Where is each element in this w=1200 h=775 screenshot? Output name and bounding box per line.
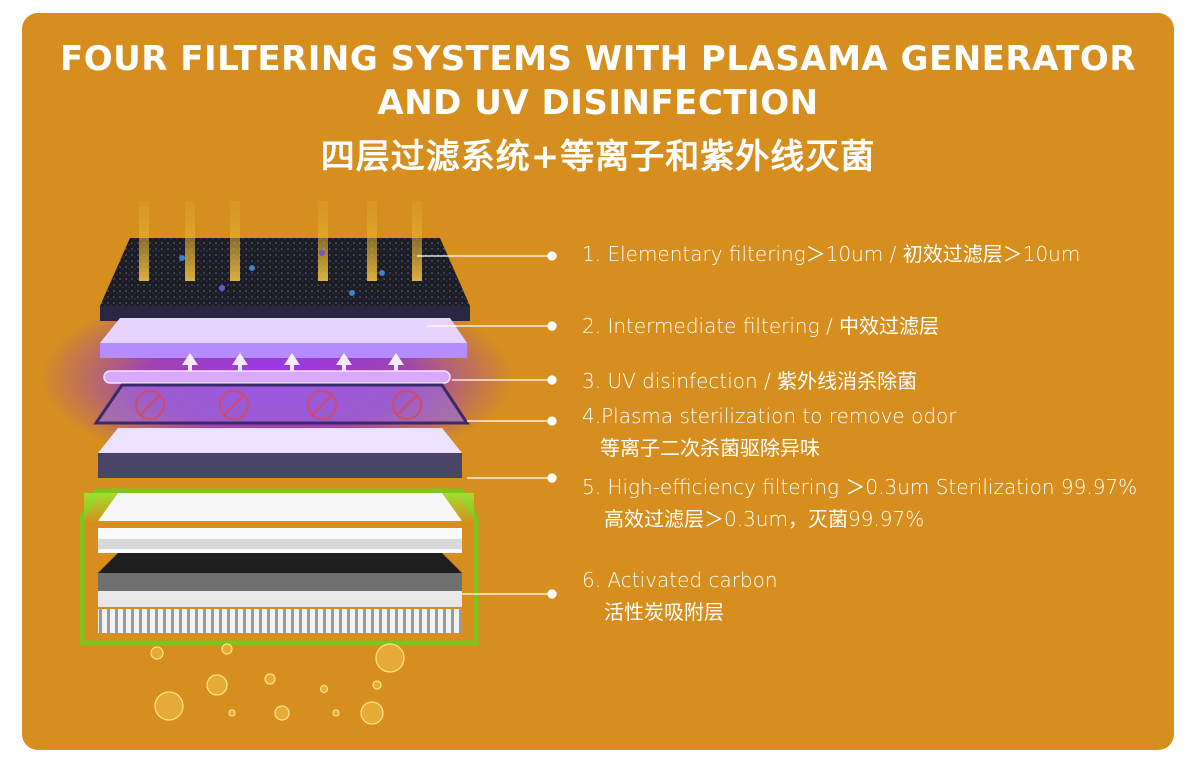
layer-uv-lamp (103, 370, 451, 384)
label-layer-1-text: 1. Elementary filtering＞10um / 初效过滤层＞10u… (582, 242, 1081, 266)
label-layer-5-text: 5. High-efficiency filtering ＞0.3um Ster… (582, 475, 1138, 499)
label-layer-3-text: 3. UV disinfection / 紫外线消杀除菌 (582, 369, 918, 393)
label-layer-2-text: 2. Intermediate filtering / 中效过滤层 (582, 314, 940, 338)
bubbles-decoration (150, 643, 405, 725)
title-line-1: FOUR FILTERING SYSTEMS WITH PLASAMA GENE… (59, 39, 1137, 79)
label-layer-4-text-cn: 等离子二次杀菌驱除异味 (600, 436, 820, 460)
label-layer-4-text: 4.Plasma sterilization to remove odor (582, 404, 957, 428)
label-layer-5-text-cn: 高效过滤层＞0.3um，灭菌99.97% (604, 507, 925, 531)
pointer-lines (417, 251, 557, 599)
label-layer-6: 6. Activated carbon 活性炭吸附层 (582, 564, 778, 628)
layer-elementary-filter (100, 201, 470, 321)
layer-mesh-slab (98, 428, 462, 478)
title-chinese: 四层过滤系统+等离子和紫外线灭菌 (320, 137, 876, 177)
layer-plasma-grid (93, 383, 470, 425)
label-layer-6-text: 6. Activated carbon (582, 568, 778, 592)
label-layer-5: 5. High-efficiency filtering ＞0.3um Ster… (582, 471, 1137, 535)
title-line-2: AND UV DISINFECTION (377, 83, 819, 123)
label-layer-6-text-cn: 活性炭吸附层 (604, 600, 724, 624)
layer-intermediate-filter (100, 318, 467, 358)
label-layer-2: 2. Intermediate filtering / 中效过滤层 (582, 310, 939, 342)
layer-activated-carbon (98, 553, 462, 633)
label-layer-1: 1. Elementary filtering＞10um / 初效过滤层＞10u… (582, 238, 1080, 270)
infographic-panel: FOUR FILTERING SYSTEMS WITH PLASAMA GENE… (22, 13, 1174, 750)
label-layer-4: 4.Plasma sterilization to remove odor 等离… (582, 400, 956, 464)
filter-layers-illustration (39, 201, 557, 725)
label-layer-3: 3. UV disinfection / 紫外线消杀除菌 (582, 365, 917, 397)
layer-hepa-filter (98, 493, 462, 553)
